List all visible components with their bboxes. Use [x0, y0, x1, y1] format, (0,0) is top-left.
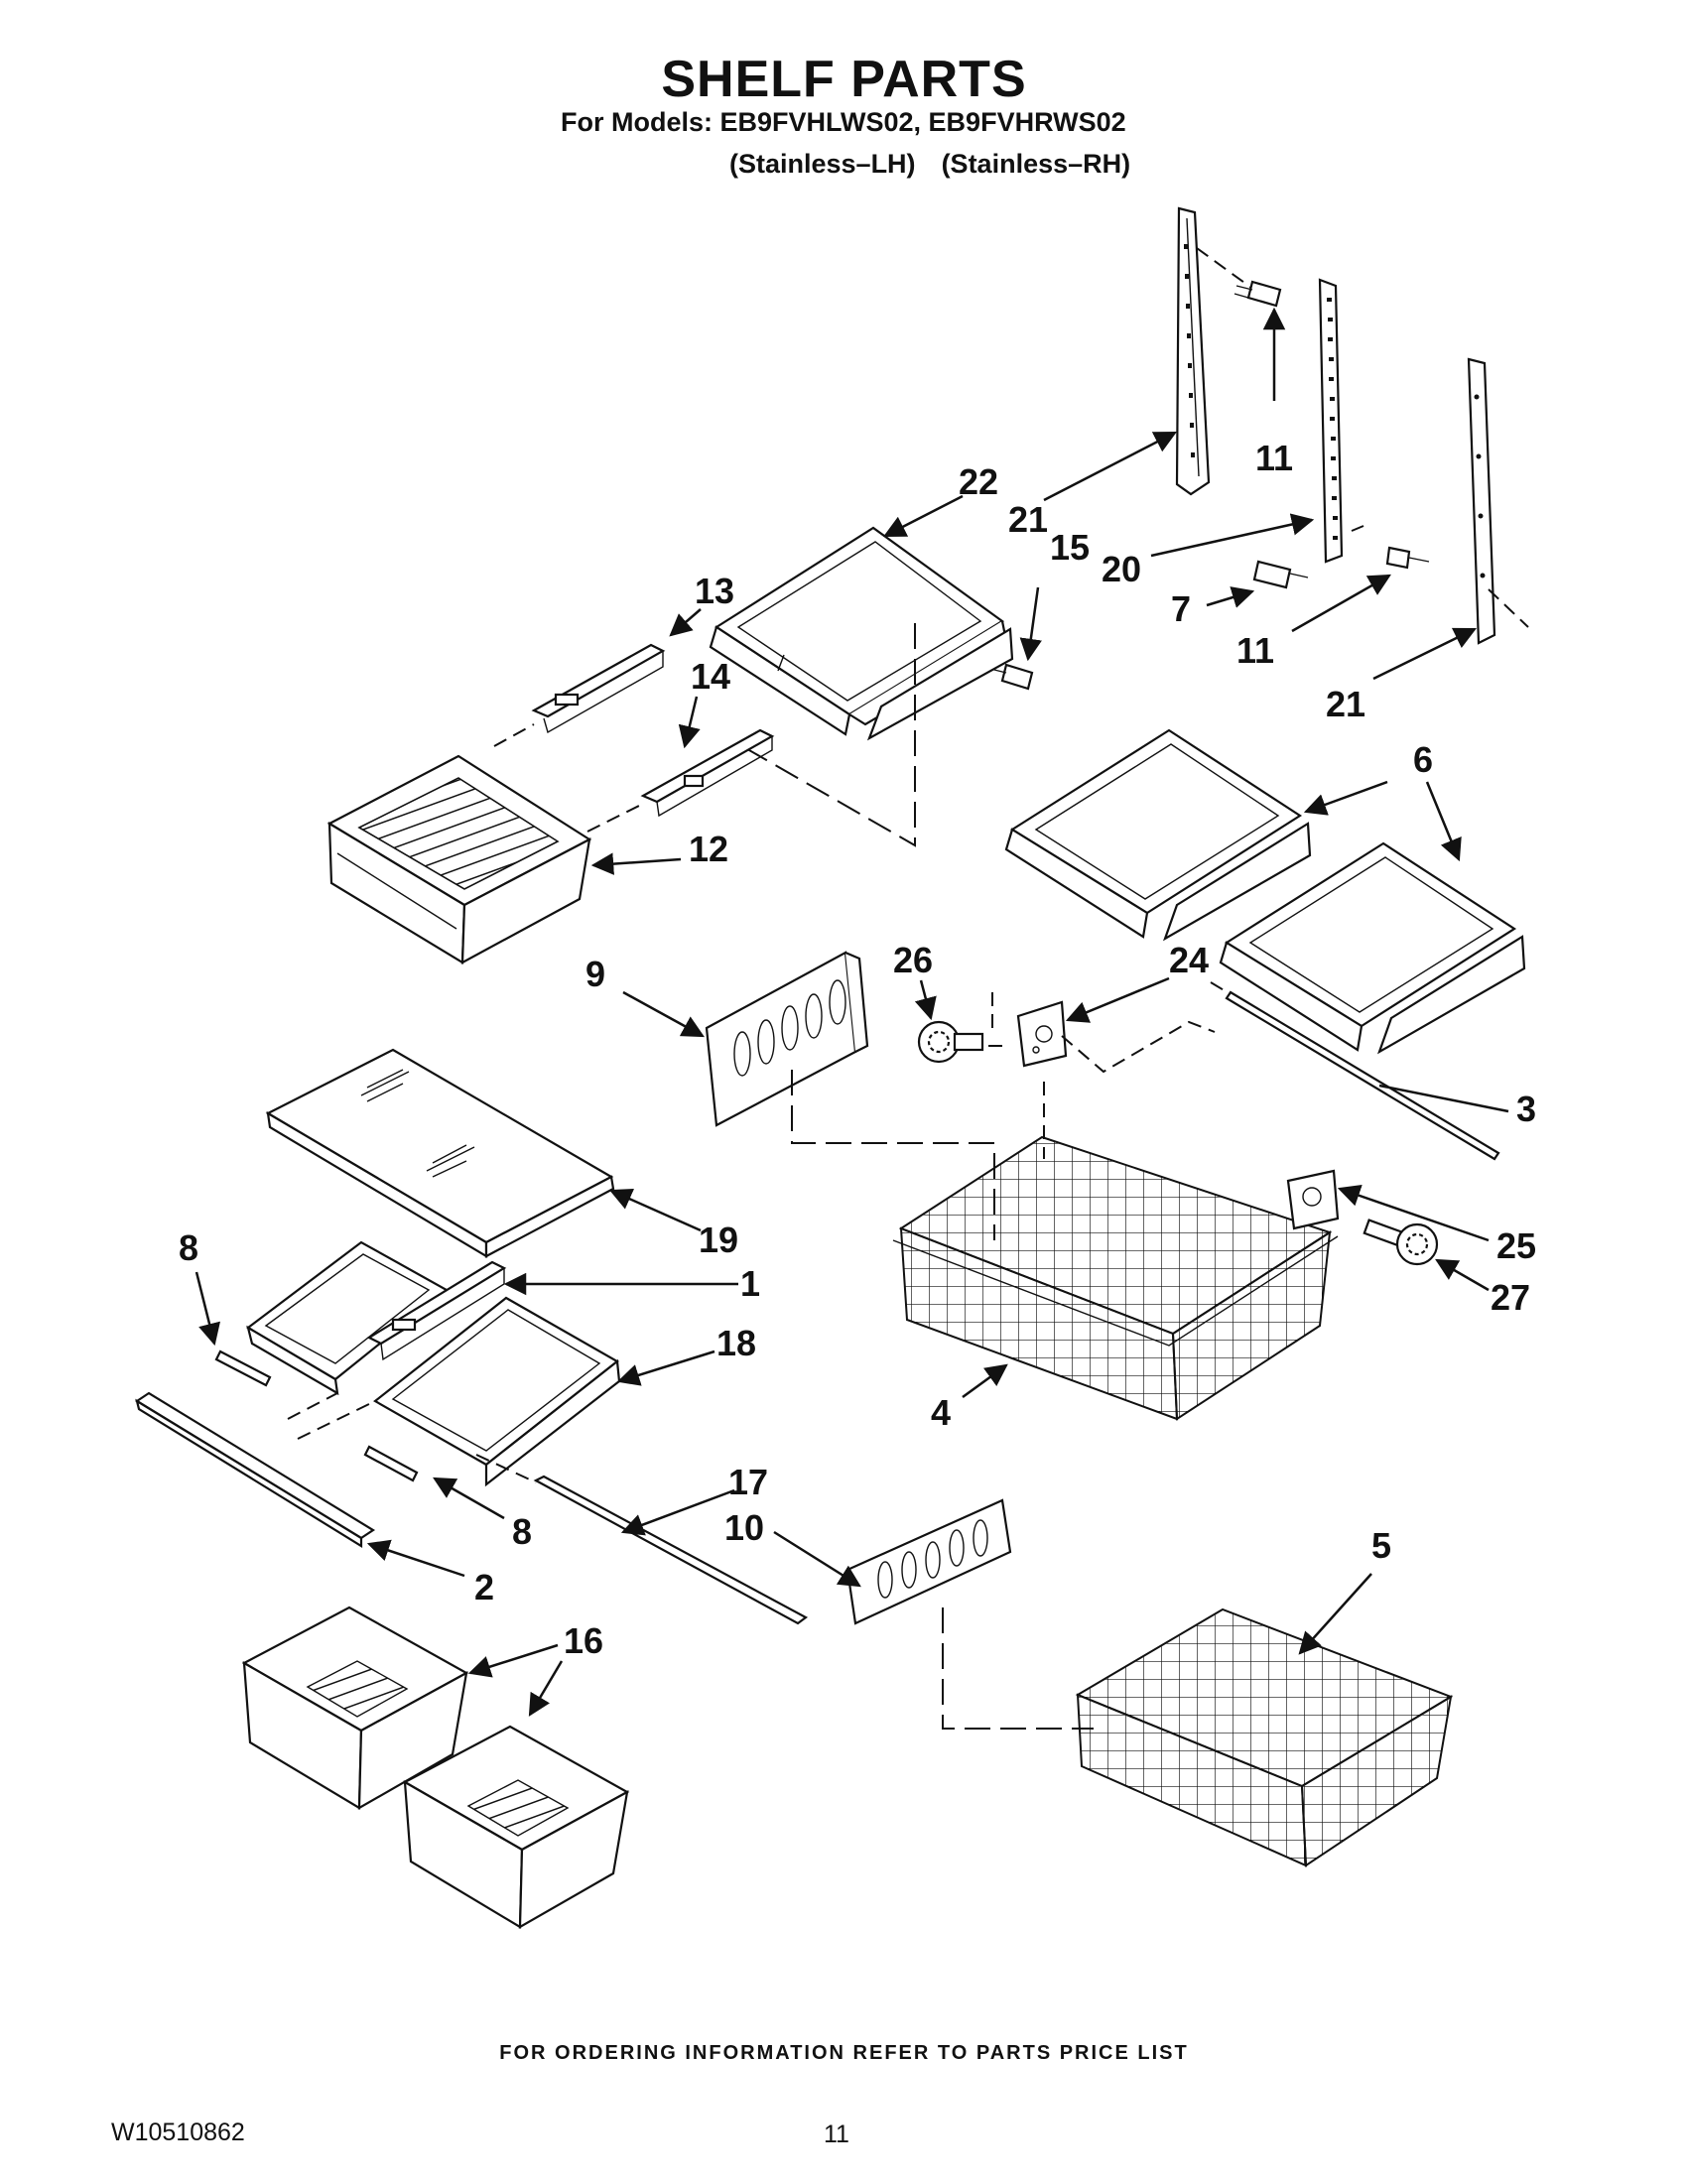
callout-18: 18 [716, 1323, 756, 1363]
callout-17: 17 [728, 1462, 768, 1502]
leader-lines [195, 307, 1509, 1717]
callout-8-upper: 8 [179, 1227, 198, 1268]
slide-tab-8-lower [363, 1445, 419, 1482]
wire-basket-4 [892, 1135, 1339, 1421]
bracket-24 [1016, 1000, 1068, 1068]
shelf-22 [709, 526, 1014, 741]
page-title: SHELF PARTS [661, 51, 1027, 108]
callout-25: 25 [1496, 1225, 1536, 1266]
callout-1: 1 [740, 1263, 760, 1304]
gear-26 [917, 1020, 984, 1064]
crisper-drawer-12 [326, 754, 592, 964]
variant-lh: (Stainless–LH) [729, 149, 916, 179]
callout-3: 3 [1516, 1089, 1536, 1129]
callout-6: 6 [1413, 739, 1433, 780]
screw-11-upper [1234, 280, 1282, 308]
callout-19: 19 [699, 1220, 738, 1260]
ordering-note: FOR ORDERING INFORMATION REFER TO PARTS … [499, 2042, 1189, 2064]
callout-13: 13 [695, 571, 734, 611]
page-number: 11 [824, 2120, 849, 2148]
models-line: For Models: EB9FVHLWS02, EB9FVHRWS02 [561, 107, 1126, 137]
model-variants: (Stainless–LH) (Stainless–RH) [729, 149, 1130, 180]
shelf-6-lower [1219, 841, 1526, 1055]
callout-5: 5 [1371, 1525, 1391, 1566]
rail-21-upper [1175, 206, 1211, 496]
screw-11-lower [1385, 546, 1430, 570]
callout-8-lower: 8 [512, 1511, 532, 1552]
variant-rh: (Stainless–RH) [941, 149, 1131, 179]
callout-26: 26 [893, 940, 933, 980]
callout-11-upper: 11 [1255, 438, 1293, 478]
callout-7: 7 [1171, 588, 1191, 629]
callout-9: 9 [585, 954, 605, 994]
callout-24: 24 [1169, 940, 1209, 980]
slide-1 [366, 1260, 507, 1361]
callout-12: 12 [689, 829, 728, 869]
slide-13 [531, 643, 666, 734]
slide-tab-8-upper [214, 1349, 272, 1387]
callout-27: 27 [1491, 1277, 1530, 1318]
shelf-6-upper [1004, 728, 1312, 942]
callout-21-upper: 21 [1008, 499, 1048, 540]
glass-shelf-19 [265, 1048, 615, 1258]
callout-10: 10 [724, 1507, 764, 1548]
wire-basket-5 [1075, 1607, 1454, 1867]
divider-9 [705, 951, 869, 1127]
callout-16: 16 [564, 1620, 603, 1661]
rod-17 [533, 1475, 809, 1625]
rod-3 [1225, 990, 1500, 1161]
callout-2: 2 [474, 1567, 494, 1607]
rail-21-lower [1467, 357, 1496, 645]
document-number: W10510862 [111, 2119, 245, 2146]
callout-4: 4 [931, 1392, 951, 1433]
callout-14: 14 [691, 656, 730, 697]
bin-16-right [402, 1725, 630, 1929]
bin-16-left [241, 1606, 469, 1810]
rail-20 [1318, 278, 1344, 564]
bracket-25 [1286, 1169, 1340, 1230]
screw-7 [1252, 560, 1309, 589]
divider-10 [845, 1498, 1012, 1625]
callout-20: 20 [1102, 549, 1141, 589]
callout-22: 22 [959, 461, 998, 502]
callout-21-lower: 21 [1326, 684, 1365, 724]
trim-2 [134, 1391, 376, 1548]
gear-27 [1363, 1219, 1439, 1266]
callout-15: 15 [1050, 527, 1090, 568]
callout-11-lower: 11 [1236, 630, 1274, 671]
slide-14 [640, 728, 775, 818]
drawer-frame-18 [246, 1240, 621, 1487]
